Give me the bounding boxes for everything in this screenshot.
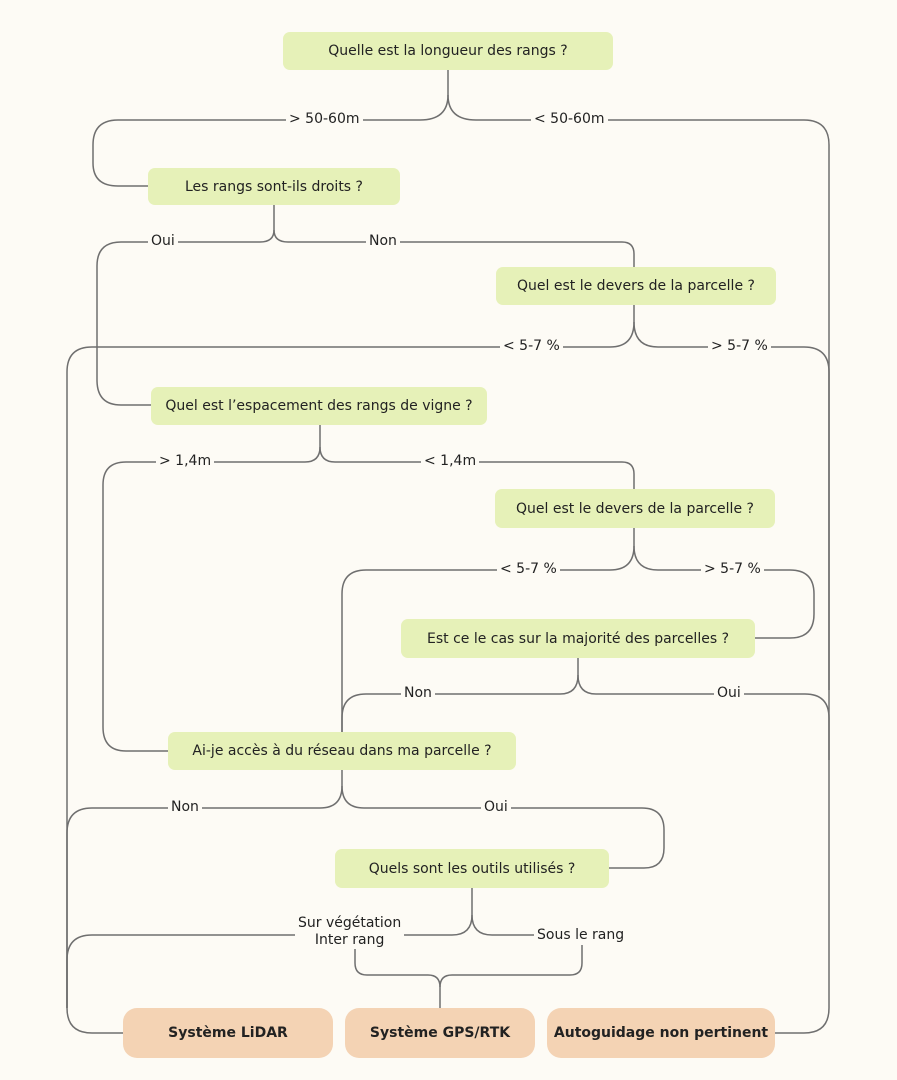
question-majority: Est ce le cas sur la majorité des parcel… <box>401 619 755 658</box>
edge-label-slope2-lt: < 5-7 % <box>497 561 560 578</box>
edge-label-tools-vegetation-line2: Inter rang <box>314 932 385 948</box>
result-lidar: Système LiDAR <box>123 1008 333 1058</box>
edge-label-slope1-lt: < 5-7 % <box>500 338 563 355</box>
result-autoguidage-none: Autoguidage non pertinent <box>547 1008 775 1058</box>
edge-label-length-gt: > 50-60m <box>286 111 363 128</box>
edge-label-network-no: Non <box>168 799 202 816</box>
edge-label-straight-yes: Oui <box>148 233 178 250</box>
edge-label-slope2-gt: > 5-7 % <box>701 561 764 578</box>
edge-label-majority-no: Non <box>401 685 435 702</box>
question-row-length: Quelle est la longueur des rangs ? <box>283 32 613 70</box>
edge-label-tools-vegetation-line1: Sur végétation <box>298 915 402 931</box>
edge-label-tools-under-row: Sous le rang <box>534 927 628 944</box>
question-straight-rows: Les rangs sont-ils droits ? <box>148 168 400 205</box>
edge-label-slope1-gt: > 5-7 % <box>708 338 771 355</box>
question-network: Ai-je accès à du réseau dans ma parcelle… <box>168 732 516 770</box>
question-slope-1: Quel est le devers de la parcelle ? <box>496 267 776 305</box>
edge-label-network-yes: Oui <box>481 799 511 816</box>
edge-label-straight-no: Non <box>366 233 400 250</box>
question-tools: Quels sont les outils utilisés ? <box>335 849 609 888</box>
question-slope-2: Quel est le devers de la parcelle ? <box>495 489 775 528</box>
result-gps-rtk: Système GPS/RTK <box>345 1008 535 1058</box>
edge-label-majority-yes: Oui <box>714 685 744 702</box>
edge-label-spacing-gt: > 1,4m <box>156 453 215 470</box>
edge-label-length-lt: < 50-60m <box>531 111 608 128</box>
question-row-spacing: Quel est l’espacement des rangs de vigne… <box>151 387 487 425</box>
edge-label-tools-vegetation: Sur végétation Inter rang <box>295 915 405 949</box>
edge-label-spacing-lt: < 1,4m <box>421 453 480 470</box>
